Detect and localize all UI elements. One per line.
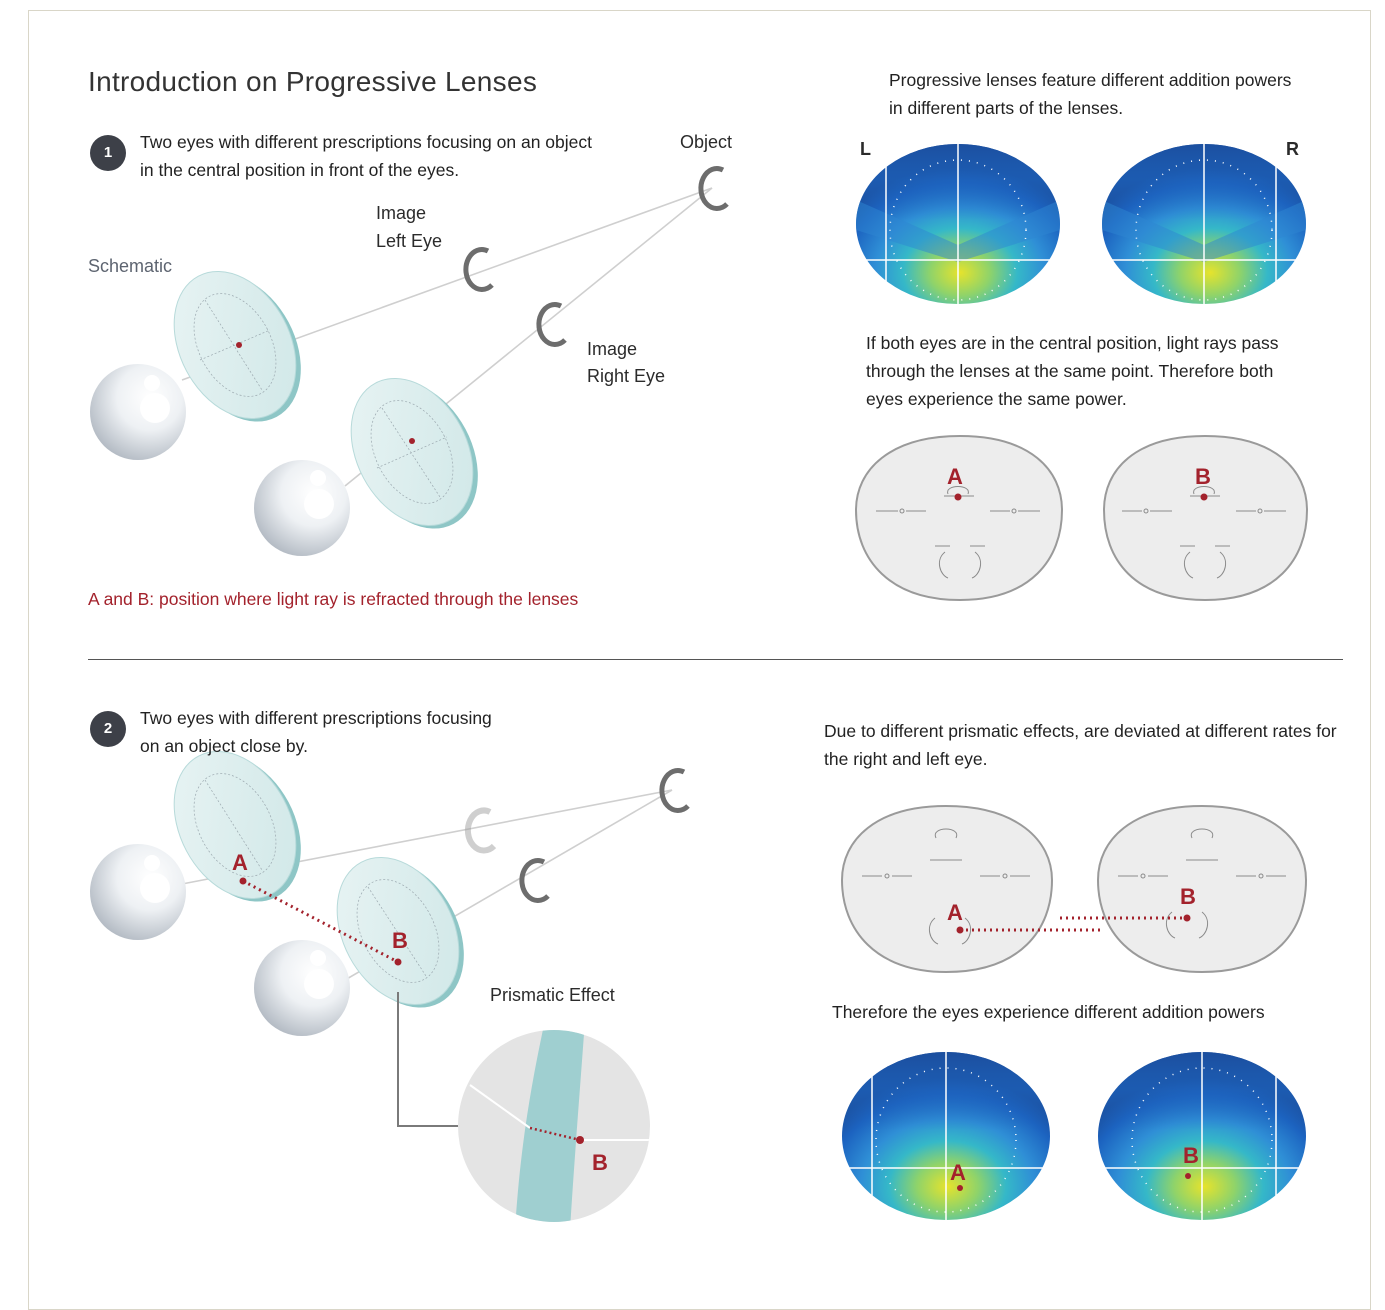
section1-right-caption2: If both eyes are in the central position…	[866, 333, 1279, 409]
lens-right-2	[336, 856, 464, 1008]
power-map-right-2	[1098, 1052, 1306, 1220]
page-title: Introduction on Progressive Lenses	[88, 66, 538, 97]
lens-outline-right-2	[1096, 804, 1308, 974]
lens-left-2	[173, 750, 301, 902]
point-b-2-schematic: B	[392, 928, 408, 953]
point-b-2-circle: B	[592, 1150, 608, 1175]
prismatic-effect-circle	[458, 1030, 650, 1222]
lens-outline-right-1	[1102, 434, 1309, 602]
point-b-2-lens: B	[1180, 884, 1196, 909]
eye-right-2	[254, 940, 350, 1036]
label-object: Object	[680, 132, 733, 152]
label-image-right-2: Right Eye	[587, 366, 666, 386]
power-map-right-1	[1102, 144, 1306, 304]
point-a-2-lens: A	[947, 900, 963, 925]
image-ring-near-icon	[519, 858, 550, 903]
label-left-lens: L	[860, 139, 871, 159]
lens-left-1	[173, 270, 301, 422]
label-image-left-1: Image	[376, 203, 427, 223]
section2-description: Two eyes with different prescriptions fo…	[140, 708, 492, 756]
object-ring-near-icon	[659, 768, 690, 813]
label-schematic: Schematic	[88, 256, 173, 276]
section1-description: Two eyes with different prescriptions fo…	[140, 132, 593, 180]
image-left-ring-icon	[463, 247, 494, 292]
label-right-lens: R	[1286, 139, 1299, 159]
lens-right-1	[350, 377, 478, 529]
point-a-1: A	[947, 464, 963, 489]
point-b-2-map: B	[1183, 1143, 1199, 1168]
power-map-left-1	[856, 144, 1060, 304]
label-image-left-2: Left Eye	[376, 231, 443, 251]
point-a-2-map: A	[950, 1160, 966, 1185]
eye-left-2	[90, 844, 186, 940]
section2-right-caption: Due to different prismatic effects, are …	[824, 721, 1337, 769]
section1-note: A and B: position where light ray is ref…	[88, 589, 579, 609]
label-image-right-1: Image	[587, 339, 638, 359]
point-a-2-schematic: A	[232, 850, 248, 875]
object-ring-icon	[698, 166, 729, 211]
step-badge-2: 2	[90, 711, 126, 747]
point-b-1: B	[1195, 464, 1211, 489]
lens-outline-left-2	[840, 804, 1054, 974]
prism-offset-line	[242, 879, 399, 964]
section-divider	[88, 659, 1343, 660]
step-badge-1: 1	[90, 135, 126, 171]
label-prismatic-effect: Prismatic Effect	[490, 985, 615, 1005]
eye-right-1	[254, 460, 350, 556]
blurred-ring-icon	[464, 807, 497, 854]
callout-line	[397, 992, 460, 1127]
section2-right-caption2: Therefore the eyes experience different …	[832, 1002, 1265, 1022]
section1-right-caption: Progressive lenses feature different add…	[889, 70, 1292, 118]
lens-outline-left-1	[854, 434, 1064, 602]
power-map-left-2	[842, 1052, 1050, 1220]
eye-left-1	[90, 364, 186, 460]
image-right-ring-icon	[536, 302, 567, 347]
